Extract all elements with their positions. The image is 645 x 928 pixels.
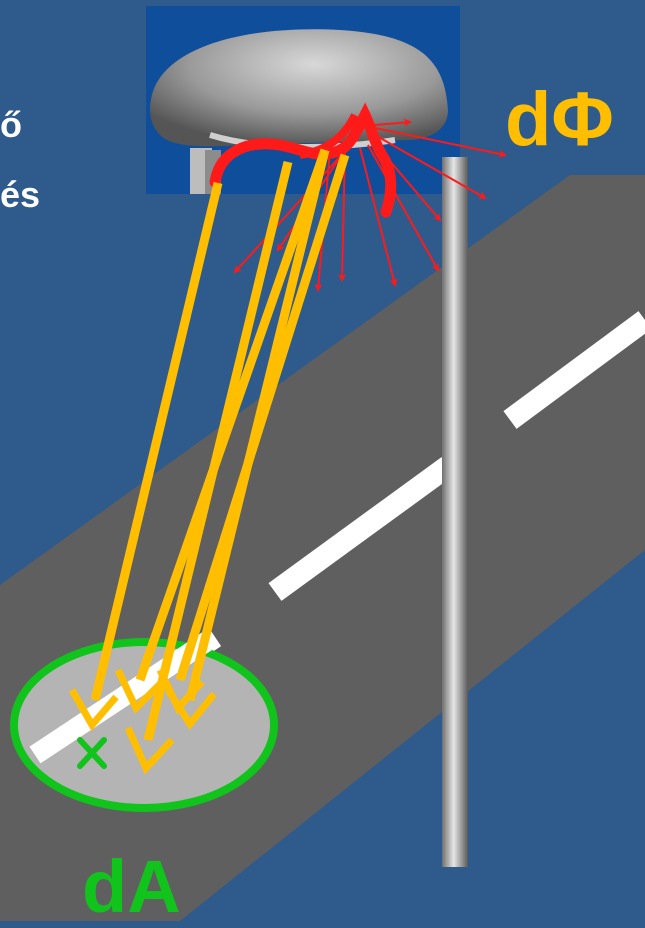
pole [442, 157, 468, 867]
area-label: dA [82, 850, 181, 924]
flux-label: dΦ [505, 82, 614, 158]
side-text-line1: ő [0, 107, 22, 143]
side-text-line2: és [0, 177, 40, 213]
